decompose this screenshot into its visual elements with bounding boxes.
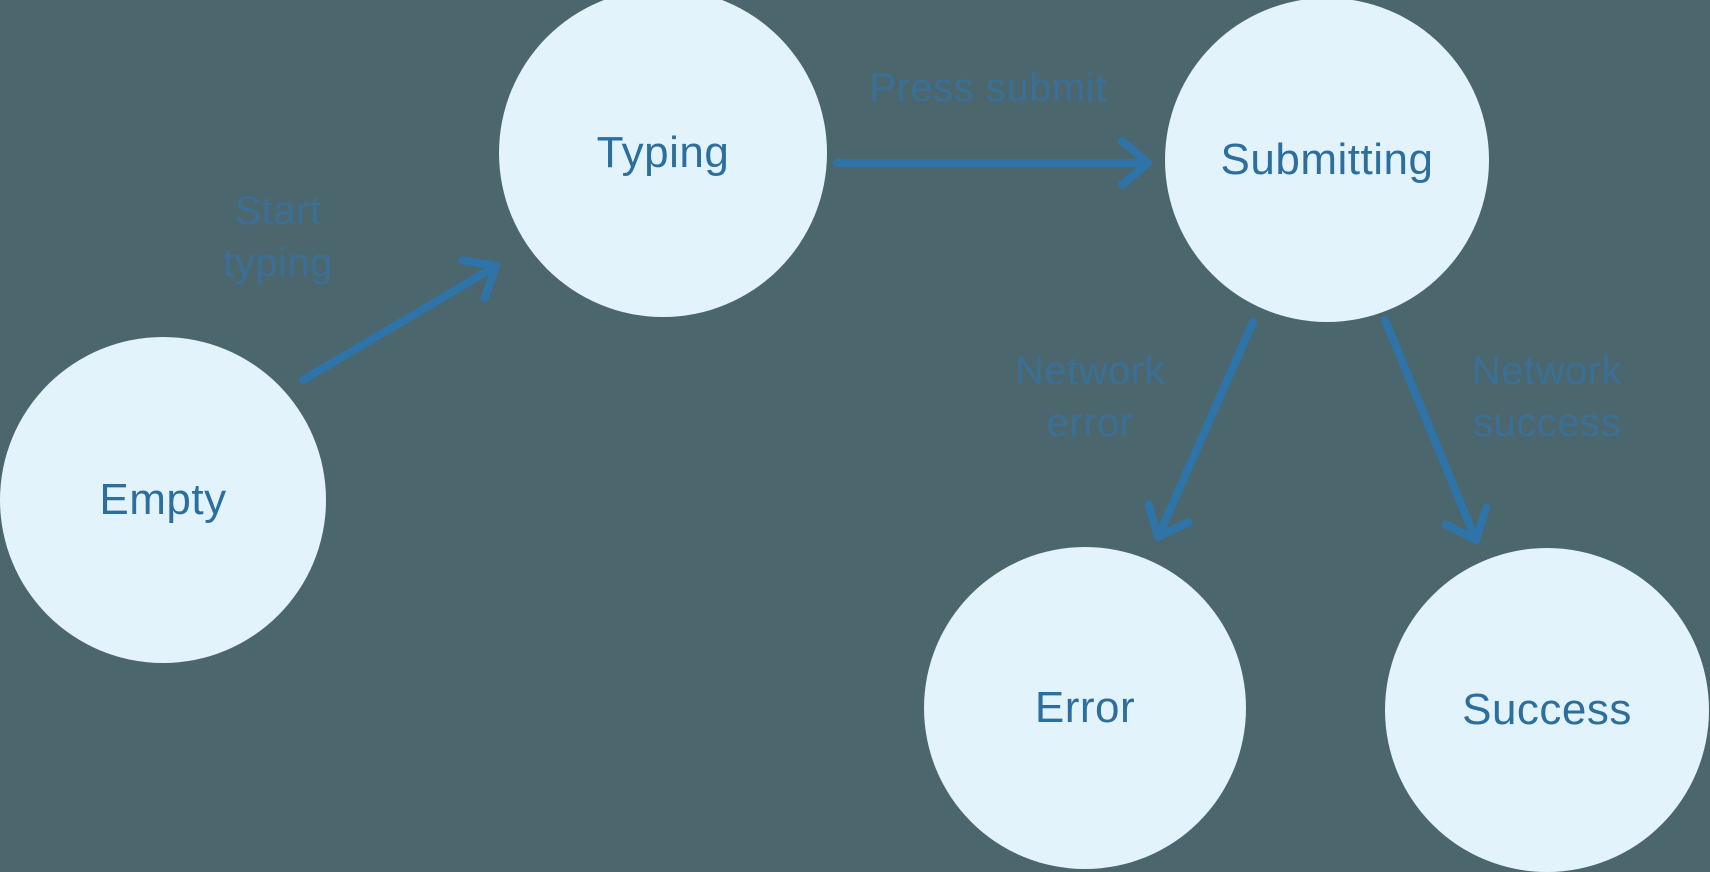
edge-line-network-error: [1154, 318, 1257, 541]
state-node-typing: Typing: [499, 0, 827, 317]
edge-label-press-submit: Press submit: [869, 66, 1107, 110]
edge-arrowhead-network-success: [1441, 503, 1491, 544]
state-node-success: Success: [1385, 548, 1709, 872]
edge-arrowhead-network-error: [1144, 500, 1193, 541]
edge-arrowhead-press-submit: [1118, 137, 1152, 189]
state-label-error: Error: [1034, 683, 1136, 732]
state-label-empty: Empty: [99, 475, 227, 524]
edge-line-start-typing: [299, 262, 500, 384]
state-node-error: Error: [924, 547, 1246, 869]
state-label-submitting: Submitting: [1220, 135, 1434, 184]
state-label-success: Success: [1462, 685, 1632, 734]
state-node-empty: Empty: [0, 337, 326, 663]
state-label-typing: Typing: [596, 128, 730, 177]
edge-label-network-success: Network success: [1471, 349, 1623, 445]
edge-label-start-typing: Start typing: [223, 189, 333, 285]
state-node-submitting: Submitting: [1165, 0, 1489, 322]
edge-arrowhead-start-typing: [458, 256, 500, 303]
edge-label-network-error: Network error: [1014, 349, 1166, 445]
edge-line-network-success: [1381, 316, 1480, 544]
